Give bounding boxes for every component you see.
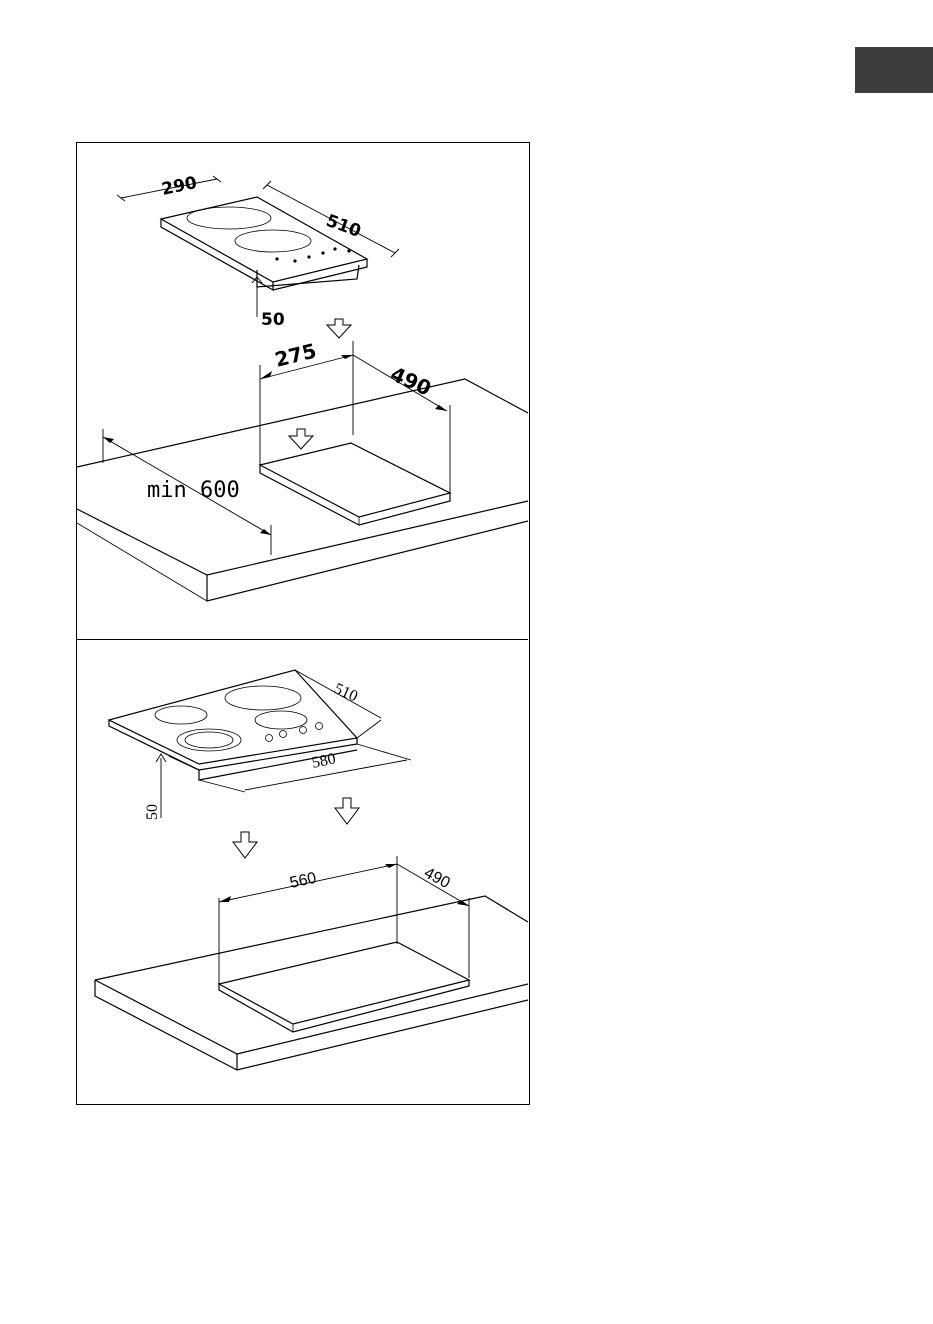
down-arrow-icon	[233, 832, 257, 858]
hob-width-label: 290	[160, 173, 199, 200]
min-distance-label: min 600	[147, 478, 240, 503]
down-arrow-icon	[335, 798, 359, 824]
worktop	[95, 896, 528, 1070]
chapter-tab	[855, 47, 933, 93]
domino-hob	[161, 197, 367, 290]
worktop-cutout	[219, 942, 469, 1032]
control-dots	[275, 247, 350, 262]
cutout-depth-label: 490	[421, 865, 453, 893]
domino-hob-panel: 290 510 50 275 490	[77, 143, 528, 640]
installation-figure: 290 510 50 275 490	[76, 142, 530, 1105]
hob-depth-label: 510	[331, 680, 360, 705]
control-knobs	[266, 723, 323, 742]
hob-height-label: 50	[144, 804, 161, 820]
hob-height-label: 50	[261, 310, 285, 330]
domino-hob-drawing: 290 510 50 275 490	[77, 143, 528, 639]
hob-width-label: 580	[310, 750, 337, 772]
worktop	[77, 379, 528, 601]
cutout-width-label: 560	[288, 870, 318, 892]
cutout-width-label: 275	[272, 338, 318, 371]
down-arrow-icon	[327, 319, 351, 338]
four-zone-hob-drawing: 510 580 50 560 490	[77, 640, 528, 1104]
four-zone-hob-panel: 510 580 50 560 490	[77, 640, 528, 1104]
down-arrow-icon	[289, 429, 313, 449]
worktop-cutout	[260, 443, 450, 525]
